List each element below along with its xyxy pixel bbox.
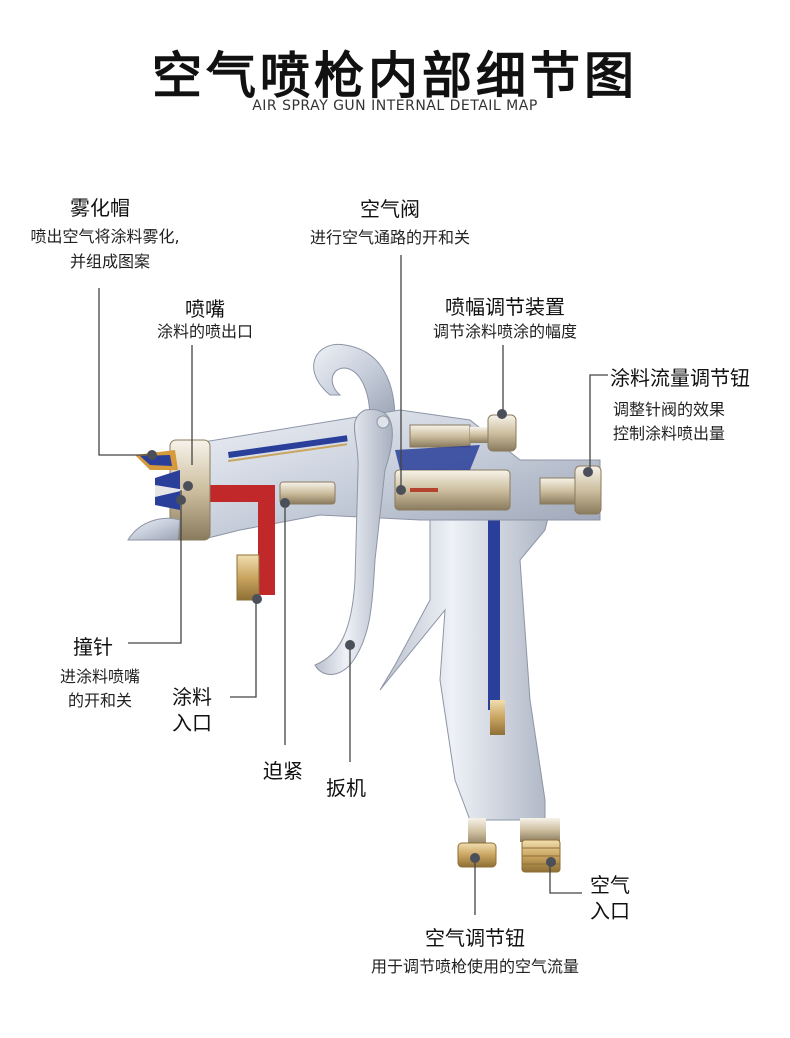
page-subtitle: AIR SPRAY GUN INTERNAL DETAIL MAP xyxy=(252,98,538,114)
air-cap-desc-2: 并组成图案 xyxy=(69,252,150,271)
air-cap-label: 雾化帽 xyxy=(70,196,130,220)
air-valve-desc: 进行空气通路的开和关 xyxy=(309,228,470,247)
trigger-lever xyxy=(314,409,393,675)
pattern-adjuster-label: 喷幅调节装置 xyxy=(445,295,565,319)
pattern-adjust-knob xyxy=(470,414,517,452)
needle-label: 撞针 xyxy=(73,635,113,659)
marker-dots xyxy=(147,409,593,867)
trigger-label: 扳机 xyxy=(326,776,366,800)
nozzle-desc: 涂料的喷出口 xyxy=(156,322,253,341)
air-inlet-label-2: 入口 xyxy=(590,899,630,923)
gun-hook xyxy=(313,343,396,421)
pattern-adjuster-desc: 调节涂料喷涂的幅度 xyxy=(432,322,577,341)
air-valve-label: 空气阀 xyxy=(360,197,420,221)
fluid-knob-desc-2: 控制涂料喷出量 xyxy=(613,424,726,443)
air-knob-label: 空气调节钮 xyxy=(425,926,525,950)
fluid-inlet-label-1: 涂料 xyxy=(172,685,212,709)
fluid-adjust-knob xyxy=(539,465,602,515)
needle-desc-2: 的开和关 xyxy=(67,691,132,710)
packing-label: 迫紧 xyxy=(263,759,303,783)
fluid-knob-label: 涂料流量调节钮 xyxy=(610,366,750,390)
air-knob-desc: 用于调节喷枪使用的空气流量 xyxy=(370,957,579,976)
page-title: 空气喷枪内部细节图 xyxy=(152,47,638,105)
needle-desc-1: 进涂料喷嘴 xyxy=(59,667,140,686)
gun-grip xyxy=(379,469,561,821)
air-cap-desc-1: 喷出空气将涂料雾化, xyxy=(30,227,180,246)
leader-lines xyxy=(98,255,608,915)
air-inlet-label-1: 空气 xyxy=(590,873,630,897)
nozzle-label: 喷嘴 xyxy=(185,297,225,321)
fluid-knob-desc-1: 调整针阀的效果 xyxy=(613,400,726,419)
fluid-inlet-label-2: 入口 xyxy=(172,711,212,735)
